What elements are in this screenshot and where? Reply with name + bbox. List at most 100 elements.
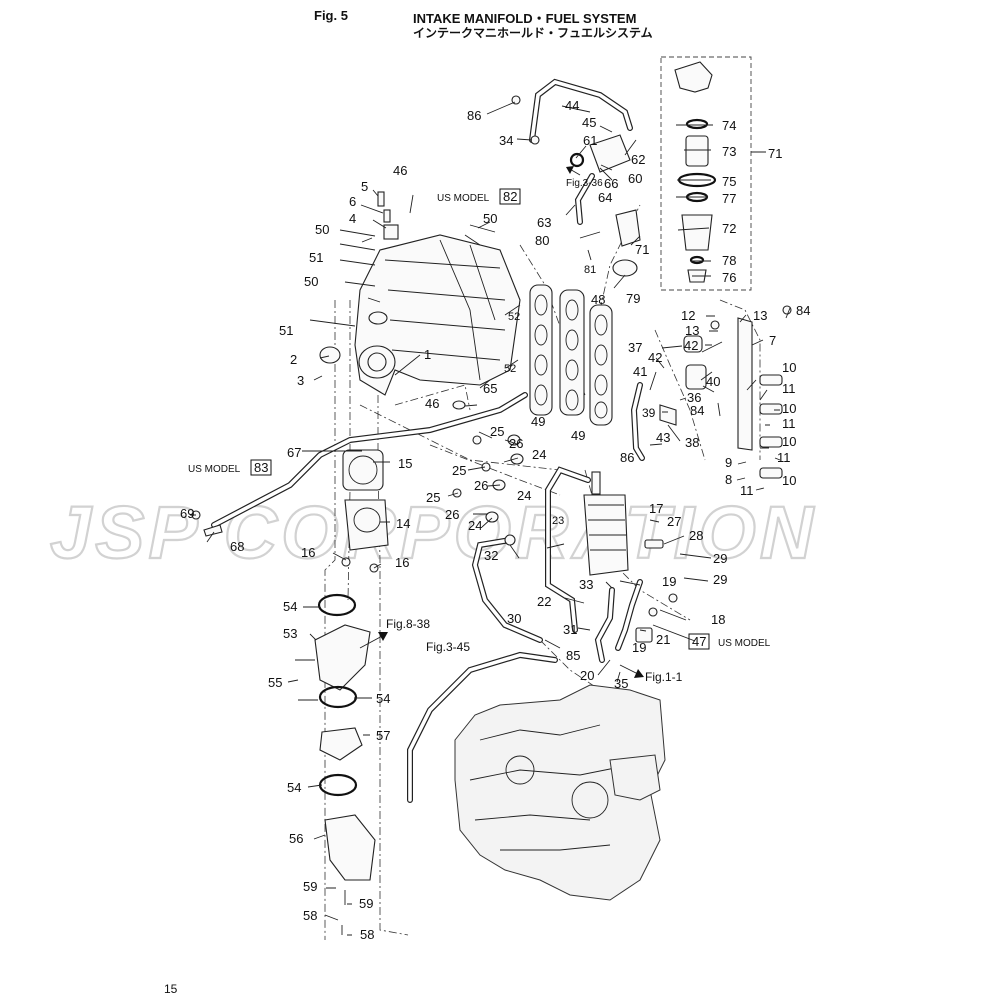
callout-50-b: 50 <box>483 211 497 226</box>
us-model-label-82: US MODEL <box>437 193 490 204</box>
hose-64 <box>576 174 594 224</box>
manifold-gaskets <box>529 284 613 426</box>
intake-manifold-body <box>354 234 521 396</box>
callout-51-b: 51 <box>279 323 293 338</box>
callout-35: 35 <box>614 676 628 691</box>
sensor-2 <box>319 346 341 364</box>
callout-57: 57 <box>376 728 390 743</box>
callout-6: 6 <box>349 194 356 209</box>
callout-30: 30 <box>507 611 521 626</box>
fuel-cooler-36 <box>685 364 707 390</box>
watermark-layer: JSP CORPORATION <box>49 490 817 570</box>
callout-62: 62 <box>631 152 645 167</box>
model-box-82 <box>499 188 521 205</box>
assembly-line-hose <box>539 639 601 691</box>
callout-29-b: 29 <box>713 572 727 587</box>
callout-16-a: 16 <box>301 545 315 560</box>
callout-66: 66 <box>604 176 618 191</box>
assembly-line-manifold <box>359 404 561 471</box>
callout-19-a: 19 <box>662 574 676 589</box>
callout-15: 15 <box>398 456 412 471</box>
callout-84-a: 84 <box>796 303 810 318</box>
callout-50-a: 50 <box>315 222 329 237</box>
hose-31 <box>596 588 614 662</box>
callout-61: 61 <box>583 133 597 148</box>
callout-52-b: 52 <box>504 363 516 375</box>
callout-11-b: 11 <box>782 416 796 431</box>
o-ring-74 <box>685 118 709 130</box>
callout-4: 4 <box>349 211 356 226</box>
callout-58-b: 58 <box>360 927 374 942</box>
callout-53: 53 <box>283 626 297 641</box>
callout-86-a: 86 <box>467 108 481 123</box>
gasket-48 <box>559 289 585 416</box>
engine-block <box>454 684 666 901</box>
hose-41 <box>632 383 644 460</box>
silencer-56 <box>324 814 376 881</box>
arrow-head-fig-1-1 <box>634 669 644 678</box>
model-box-83-number: 83 <box>254 460 268 475</box>
callout-24-a: 24 <box>532 447 546 462</box>
callout-22: 22 <box>537 594 551 609</box>
assembly-line-throttle <box>377 395 409 936</box>
ref-fig-1-1: Fig.1-1 <box>645 670 683 684</box>
pressure-regulator <box>529 78 633 225</box>
callout-54-a: 54 <box>283 599 297 614</box>
callout-54-b: 54 <box>376 691 390 706</box>
hose-30 <box>473 538 542 642</box>
callout-33: 33 <box>579 577 593 592</box>
regulator-body-60 <box>589 134 631 173</box>
injector-10-c <box>759 436 783 448</box>
callout-59-a: 59 <box>303 879 317 894</box>
callout-46-a: 46 <box>393 163 407 178</box>
callout-14: 14 <box>396 516 410 531</box>
clamp-79 <box>612 259 638 277</box>
callout-12: 12 <box>681 308 695 323</box>
arrow-head-fig-3-36 <box>566 166 574 174</box>
callout-71-b: 71 <box>635 242 649 257</box>
arrow-head-fig-8-38 <box>378 632 388 641</box>
callout-69: 69 <box>180 506 194 521</box>
callout-71-a: 71 <box>768 146 782 161</box>
throttle-body-assembly <box>211 346 558 881</box>
bracket-21 <box>635 627 653 643</box>
ref-fig-8-38: Fig.8-38 <box>386 617 430 631</box>
callout-40: 40 <box>706 374 720 389</box>
callout-29-a: 29 <box>713 551 727 566</box>
o-ring-54-b <box>318 685 358 709</box>
fasteners <box>191 95 792 935</box>
callout-77: 77 <box>722 191 736 206</box>
leader-lines <box>190 101 791 936</box>
callout-21: 21 <box>656 632 670 647</box>
vapor-separator-assembly <box>471 466 664 663</box>
callout-31: 31 <box>563 622 577 637</box>
o-ring-78 <box>689 255 705 265</box>
pump-connector <box>591 471 601 495</box>
callout-67: 67 <box>287 445 301 460</box>
callout-10-b: 10 <box>782 401 796 416</box>
water-separator-71 <box>615 209 641 247</box>
callout-5: 5 <box>361 179 368 194</box>
callout-43: 43 <box>656 430 670 445</box>
callout-73: 73 <box>722 144 736 159</box>
watermark-text: JSP CORPORATION <box>50 491 817 570</box>
callout-56: 56 <box>289 831 303 846</box>
o-ring-54-c <box>318 773 358 797</box>
model-box-83 <box>250 459 272 476</box>
fuel-filter-stack <box>612 61 717 283</box>
callout-37: 37 <box>628 340 642 355</box>
callout-81: 81 <box>584 264 596 276</box>
callout-19-b: 19 <box>632 640 646 655</box>
hose-22 <box>546 467 590 632</box>
callout-7: 7 <box>769 333 776 348</box>
callout-39: 39 <box>642 406 656 420</box>
fuel-filter-group-box <box>660 56 752 291</box>
callout-26-a: 26 <box>509 436 523 451</box>
model-box-47 <box>688 633 710 650</box>
callout-24-b: 24 <box>517 488 531 503</box>
clamp-37 <box>683 335 703 353</box>
callout-25-a: 25 <box>490 424 504 439</box>
callout-11-c: 11 <box>777 450 791 465</box>
plate-57 <box>319 727 363 761</box>
